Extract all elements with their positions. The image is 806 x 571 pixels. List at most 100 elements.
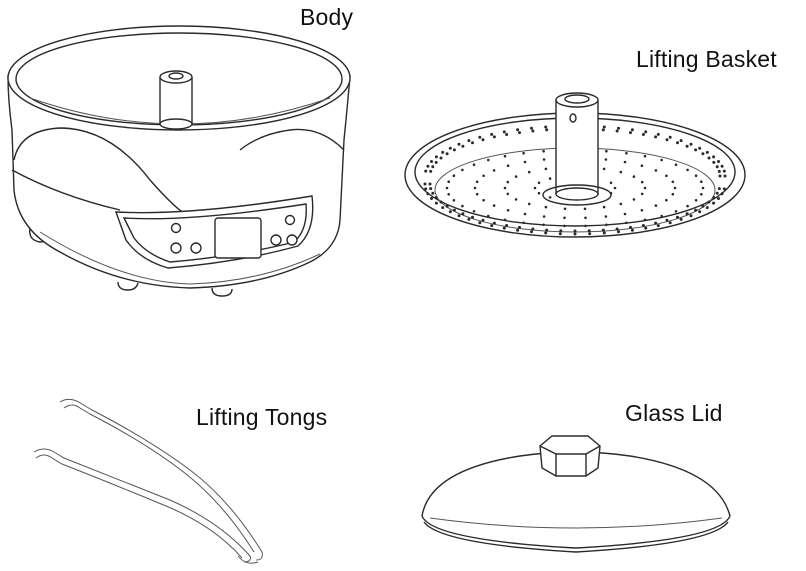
basket-hole (481, 138, 485, 142)
basket-hole (544, 125, 548, 129)
basket-hole (492, 135, 496, 139)
basket-hole (559, 229, 563, 233)
basket-hole (694, 208, 698, 212)
basket-hole (563, 224, 566, 228)
basket-hole (617, 126, 620, 130)
basket-hole (472, 163, 476, 166)
basket-hole (694, 174, 698, 177)
basket-hole (475, 192, 479, 196)
basket-hole (700, 193, 703, 196)
basket-hole (514, 175, 518, 178)
basket-hole (644, 130, 648, 134)
basket-hole (434, 196, 438, 200)
basket-hole (718, 174, 722, 178)
basket-hole (506, 180, 510, 184)
basket-hole (717, 187, 721, 191)
basket-hole (665, 138, 669, 142)
basket-hole (604, 215, 608, 218)
basket-hole (609, 181, 613, 185)
basket-hole (701, 204, 705, 208)
basket-hole (503, 186, 507, 190)
basket-hole (602, 231, 606, 235)
basket-hole (490, 132, 494, 136)
basket-hole (548, 196, 552, 199)
basket-hole (492, 204, 496, 207)
basket-hole (475, 180, 479, 184)
basket-hole (563, 216, 566, 220)
basket-hole (558, 232, 562, 236)
basket-hole (625, 221, 628, 225)
basket-hole (623, 212, 627, 216)
basket-hole (429, 169, 433, 173)
basket-hole (602, 125, 606, 129)
basket-hole (712, 160, 716, 164)
basket-hole (448, 146, 452, 150)
basket-hole (679, 139, 683, 143)
basket-hole (542, 149, 545, 153)
basket-hole (487, 214, 490, 218)
glass-lid-illustration (421, 435, 731, 553)
basket-hole (698, 210, 702, 214)
basket-hole (654, 204, 658, 207)
basket-hole (641, 224, 645, 227)
basket-hole (632, 198, 636, 201)
basket-hole (685, 212, 689, 216)
basket-hole (632, 175, 636, 178)
basket-hole (689, 142, 693, 146)
basket-hole (516, 228, 520, 232)
basket-hole (668, 221, 672, 225)
basket-hole (434, 160, 438, 164)
basket-hole (686, 168, 689, 172)
basket-hole (717, 197, 720, 200)
basket-hole (530, 230, 533, 234)
basket-hole (654, 135, 658, 139)
basket-hole (505, 133, 509, 136)
basket-hole (531, 129, 535, 133)
basket-hole (665, 174, 668, 178)
basket-hole (587, 229, 591, 233)
basket-hole (630, 228, 634, 232)
basket-hole (707, 156, 711, 160)
basket-hole (467, 217, 471, 221)
basket-hole (527, 170, 531, 174)
basket-hole (705, 150, 709, 154)
basket-hole (542, 215, 546, 218)
basket-hole (545, 228, 549, 232)
basket-hole (445, 204, 449, 208)
basket-hole (522, 151, 525, 155)
basket-hole (431, 191, 435, 195)
body-illustration (7, 25, 351, 297)
basket-hole (698, 146, 702, 150)
basket-hole (430, 197, 433, 200)
basket-hole (689, 214, 693, 218)
basket-hole (447, 180, 451, 183)
basket-hole (707, 200, 711, 204)
label-glass-lid: Glass Lid (625, 400, 723, 426)
basket-hole (605, 149, 608, 153)
basket-hole (643, 186, 647, 190)
basket-hole (604, 158, 608, 161)
basket-hole (461, 168, 464, 172)
basket-hole (441, 150, 445, 154)
basket-hole (503, 154, 507, 158)
basket-hole (602, 205, 606, 209)
basket-hole (506, 164, 510, 167)
basket-hole (601, 128, 605, 132)
basket-hole (471, 215, 474, 219)
basket-hole (537, 191, 541, 195)
basket-hole (452, 199, 456, 202)
basket-hole (665, 198, 668, 202)
basket-hole (619, 202, 623, 206)
basket-hole (717, 169, 721, 173)
basket-hole (720, 192, 724, 196)
basket-hole (516, 128, 520, 132)
basket-hole (473, 186, 477, 190)
basket-hole (671, 192, 675, 196)
basket-hole (478, 221, 482, 225)
basket-hole (542, 223, 545, 227)
basket-hole (605, 223, 608, 227)
basket-hole (686, 204, 689, 208)
basket-hole (723, 174, 727, 178)
basket-hole (617, 230, 620, 234)
basket-hole (656, 132, 660, 136)
